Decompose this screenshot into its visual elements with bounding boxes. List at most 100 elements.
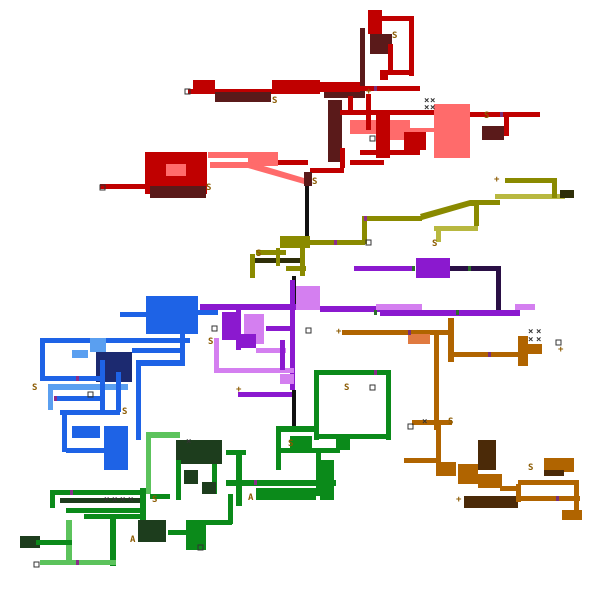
save-point-icon: S [344, 383, 349, 393]
corridor [132, 348, 180, 353]
region-orange [342, 318, 582, 520]
room [90, 338, 106, 352]
corridor [382, 16, 414, 21]
room [202, 482, 216, 494]
corridor [40, 376, 100, 381]
corridor [210, 162, 304, 184]
room [208, 152, 248, 158]
room [544, 458, 574, 472]
room [248, 152, 278, 166]
plus-marker-icon: + [236, 385, 242, 395]
cross-marker-icon: × [112, 495, 117, 505]
room [146, 296, 198, 334]
cross-marker-icon: × [128, 495, 133, 505]
corridor [60, 498, 146, 503]
room [370, 34, 392, 54]
transition-marker [364, 216, 367, 221]
region-green [20, 370, 391, 566]
door-icon [211, 325, 218, 332]
cross-marker-icon: × [120, 495, 125, 505]
room [272, 80, 320, 94]
corridor [48, 386, 53, 410]
corridor [354, 266, 414, 271]
corridor [198, 310, 218, 315]
save-point-icon: S [256, 249, 261, 259]
room [464, 496, 518, 508]
corridor [212, 464, 217, 494]
door-icon [99, 184, 106, 191]
cross-markers: × × × × × × × × × × × × × × [104, 96, 541, 505]
room [150, 186, 206, 198]
corridor [186, 520, 206, 550]
corridor [402, 128, 442, 132]
corridor [474, 204, 479, 226]
corridor [280, 340, 285, 370]
corridor [380, 70, 414, 75]
corridor [386, 370, 391, 440]
arrow-marker-icon: A [248, 493, 254, 503]
room [560, 190, 574, 198]
corridor [256, 250, 286, 255]
transition-marker [374, 86, 377, 91]
corridor [136, 360, 180, 366]
corridor [60, 410, 120, 415]
corridor [316, 450, 321, 496]
corridor [236, 450, 242, 506]
corridor [552, 178, 557, 198]
corridor [314, 370, 319, 440]
corridor [412, 420, 452, 425]
save-point-icon: S [288, 439, 293, 449]
plus-marker-icon: + [456, 495, 462, 505]
corridor [500, 486, 520, 491]
transition-marker [408, 330, 411, 335]
corridor [350, 160, 384, 165]
room [544, 470, 564, 476]
corridor [238, 392, 294, 397]
corridor [348, 96, 353, 112]
transition-marker [374, 370, 377, 375]
room [138, 520, 166, 542]
corridor [342, 330, 452, 335]
corridor [214, 368, 294, 373]
room [193, 80, 215, 89]
corridor [278, 160, 308, 165]
save-point-icon: S [484, 111, 489, 121]
door-icon [197, 544, 204, 551]
transition-marker [456, 310, 459, 315]
corridor [62, 412, 67, 452]
corridor [336, 436, 350, 450]
save-point-icon: S [432, 239, 437, 249]
transition-marker [254, 480, 257, 485]
region-violet [200, 258, 535, 397]
room [166, 164, 186, 176]
corridor [292, 390, 296, 426]
room [380, 70, 388, 80]
corridor [388, 44, 393, 74]
corridor [236, 310, 241, 350]
transition-marker [334, 240, 337, 245]
corridor [120, 312, 148, 317]
plus-marker-icon: + [494, 175, 500, 185]
transition-marker [500, 112, 503, 117]
corridor [50, 490, 55, 508]
corridor [276, 426, 316, 432]
transition-marker [468, 266, 471, 271]
room [328, 100, 342, 162]
door-icon [184, 88, 191, 95]
room [518, 336, 528, 366]
plus-marker-icon: + [336, 327, 342, 337]
transition-marker [76, 376, 79, 381]
corridor [100, 360, 105, 412]
corridor [404, 458, 440, 463]
region-blue [40, 296, 218, 470]
corridor [40, 338, 190, 343]
corridor [450, 266, 500, 271]
room [184, 470, 198, 484]
corridor [362, 218, 367, 244]
cross-marker-icon: × [424, 103, 429, 113]
corridor [434, 226, 478, 231]
region-olive [250, 178, 574, 278]
corridor [20, 536, 40, 548]
corridor [360, 86, 420, 91]
room [376, 112, 390, 158]
